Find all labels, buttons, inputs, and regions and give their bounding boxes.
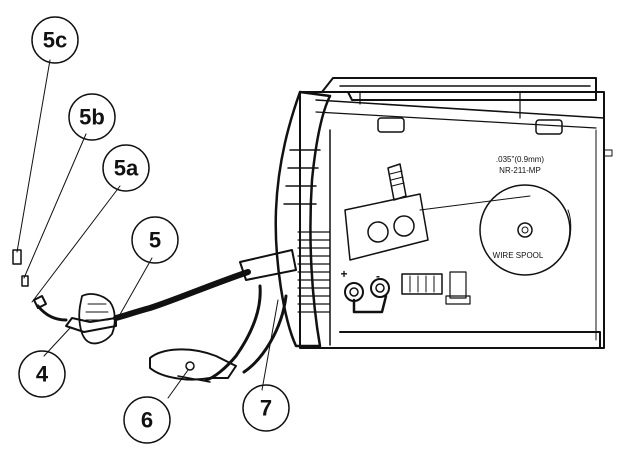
callout-6: 6 [123,396,171,444]
welder-machine [274,77,613,349]
leader-lines [16,59,279,399]
ground-clamp [149,348,237,383]
callout-5b: 5b [68,93,116,141]
callout-5-label: 5 [149,228,161,253]
spool-label: WIRE SPOOL [493,251,544,260]
callout-7-label: 7 [260,396,272,421]
callout-5: 5 [131,216,179,264]
front-vent [297,231,331,313]
latch-right[interactable] [535,119,563,135]
spool-spec-line1: .035"(0.9mm) [496,155,545,164]
mig-gun-assembly [33,249,297,382]
callout-5b-label: 5b [79,105,105,130]
plus-terminal-label: + [340,267,347,281]
callout-5c: 5c [31,16,79,64]
negative-terminal[interactable] [370,278,390,298]
callout-5a: 5a [102,144,150,192]
callout-7: 7 [242,384,290,432]
diffuser [21,275,29,287]
wire-feeder [344,163,531,261]
latch-left[interactable] [377,117,405,133]
minus-terminal-label: - [376,269,380,283]
callout-5a-label: 5a [114,156,139,181]
spool-spec-line2: NR-211-MP [499,166,541,175]
gun-consumables [12,249,29,287]
hand-illustration [78,293,116,345]
callout-5c-label: 5c [43,28,67,53]
callout-4: 4 [18,350,66,398]
output-terminals: + - [340,267,471,314]
wire-spool: WIRE SPOOL [479,184,572,276]
callout-6-label: 6 [141,408,153,433]
callout-4-label: 4 [36,362,49,387]
positive-terminal[interactable] [344,282,364,302]
terminal-strip [401,273,443,295]
